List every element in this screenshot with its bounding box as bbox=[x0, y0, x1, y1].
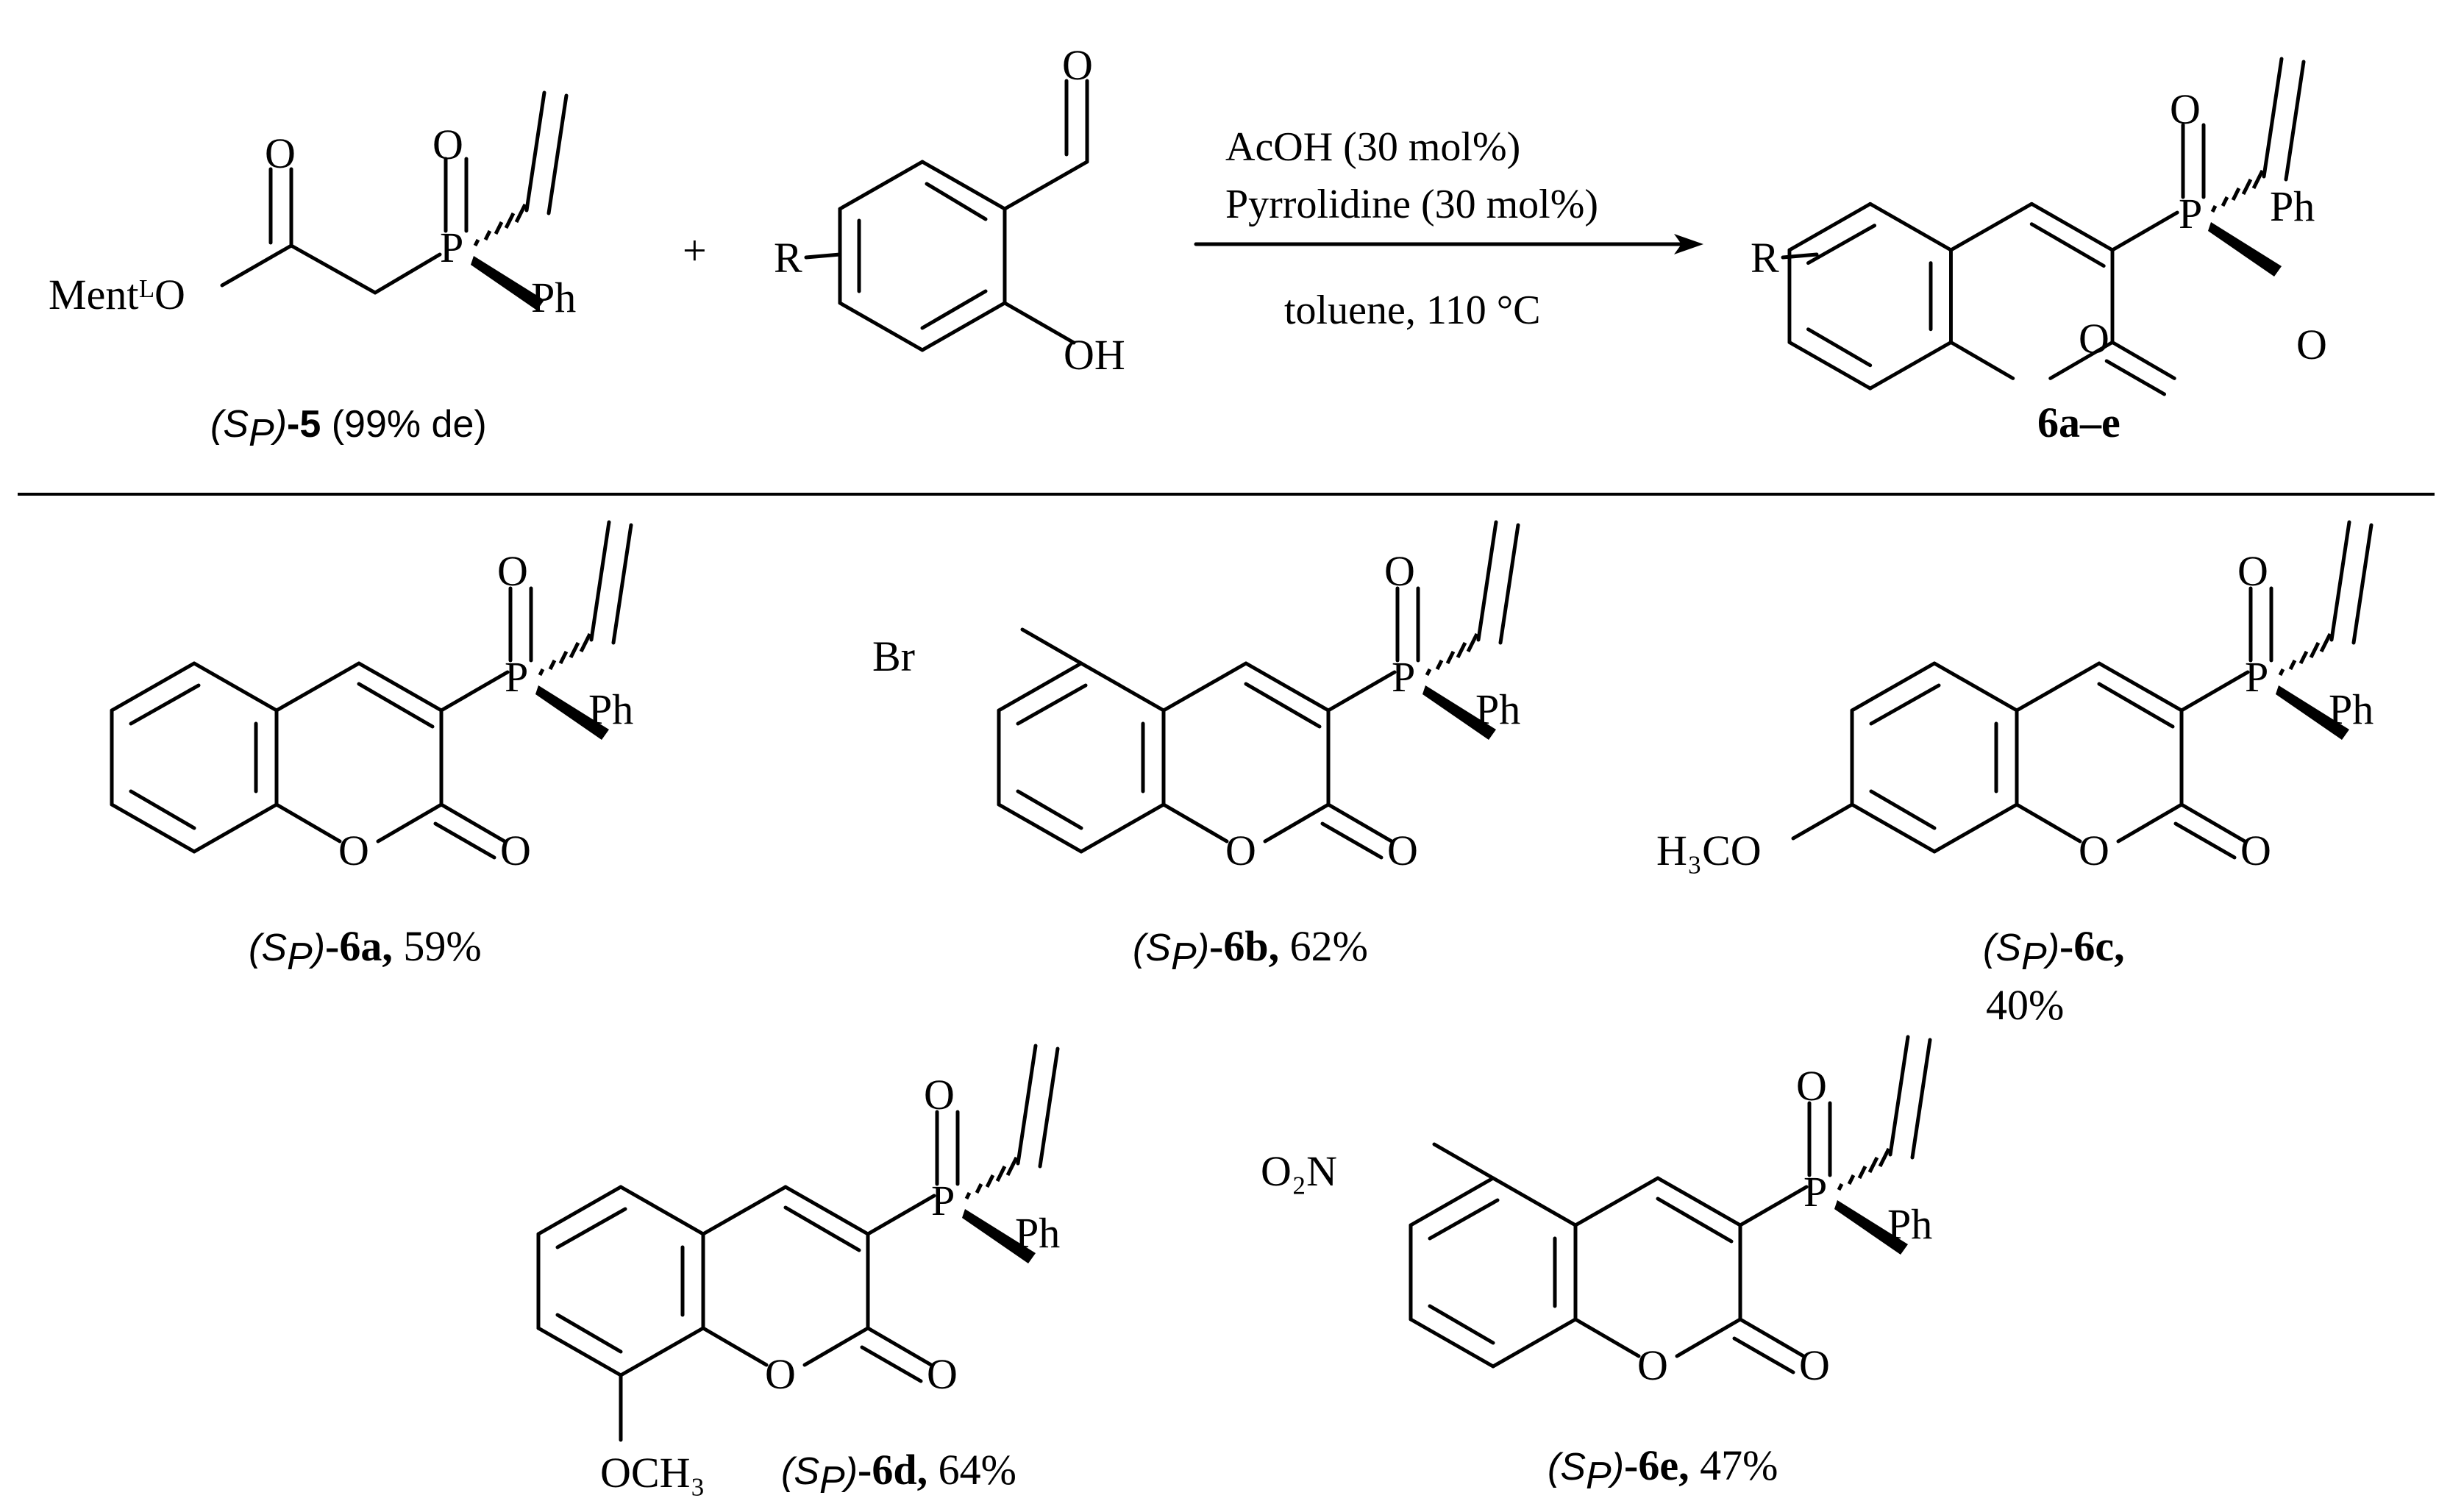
phosphoryl-oxygen: O bbox=[497, 547, 528, 595]
bromo-substituent: Br bbox=[872, 632, 915, 680]
ring-oxygen: O bbox=[1225, 827, 1256, 874]
phosphorus-atom: P bbox=[2245, 653, 2268, 701]
lactone-oxygen: O bbox=[500, 827, 531, 874]
phenyl-label: Ph bbox=[1015, 1209, 1060, 1257]
phosphoryl-oxygen: O bbox=[1796, 1062, 1827, 1110]
nitro-substituent: O₂N bbox=[1261, 1147, 1337, 1195]
reactant-5-structure: MentᴸO O P O Ph bbox=[49, 93, 576, 321]
ring-oxygen: O bbox=[765, 1350, 796, 1398]
aldehyde-oxygen: O bbox=[1062, 41, 1093, 89]
salicylaldehyde-structure: R O OH bbox=[774, 41, 1125, 379]
product-6c-structure: O O P O Ph H₃CO bbox=[1656, 522, 2374, 874]
phosphorus-atom: P bbox=[440, 224, 463, 271]
mentyl-ester-label: MentᴸO bbox=[49, 271, 185, 318]
lactone-oxygen: O bbox=[1799, 1341, 1830, 1389]
product-6e-caption: (SP)-6e, 47% bbox=[1548, 1441, 1778, 1497]
phosphorus-atom: P bbox=[505, 653, 528, 701]
product-6a-structure: O O P O Ph bbox=[112, 522, 633, 874]
phenyl-label: Ph bbox=[531, 274, 576, 321]
carbonyl-oxygen: O bbox=[265, 129, 296, 177]
phosphoryl-oxygen: O bbox=[432, 121, 463, 168]
condition-acid: AcOH (30 mol%) bbox=[1225, 124, 1520, 170]
product-6a-caption: (SP)-6a, 59% bbox=[249, 922, 482, 978]
phenyl-label: Ph bbox=[1475, 685, 1520, 733]
phenyl-label: Ph bbox=[588, 685, 633, 733]
phosphorus-atom: P bbox=[1803, 1168, 1827, 1216]
product-6-general-structure: O O P O Ph R bbox=[1751, 59, 2327, 394]
phenyl-label: Ph bbox=[1887, 1200, 1932, 1248]
condition-base: Pyrrolidine (30 mol%) bbox=[1225, 182, 1598, 227]
plus-sign: + bbox=[683, 227, 707, 274]
product-6d-caption: (SP)-6d, 64% bbox=[781, 1446, 1016, 1502]
phosphorus-atom: P bbox=[1392, 653, 1415, 701]
svg-text:(SP)-5 (99% de): (SP)-5 (99% de) bbox=[210, 403, 487, 454]
phosphoryl-oxygen: O bbox=[924, 1071, 955, 1119]
product-6b-caption: (SP)-6b, 62% bbox=[1133, 922, 1368, 978]
methoxy-substituent: H₃CO bbox=[1656, 827, 1762, 874]
product-6c-yield: 40% bbox=[1986, 981, 2064, 1029]
r-substituent-label: R bbox=[774, 234, 802, 282]
lactone-oxygen: O bbox=[2240, 827, 2271, 874]
ring-oxygen: O bbox=[1637, 1341, 1668, 1389]
product-range-label: 6a–e bbox=[2037, 399, 2120, 446]
methoxy-substituent: OCH₃ bbox=[600, 1449, 705, 1497]
condition-solvent: toluene, 110 °C bbox=[1284, 288, 1541, 333]
product-6e-structure: O O P O Ph O₂N bbox=[1261, 1037, 1932, 1389]
hydroxyl-label: OH bbox=[1064, 331, 1125, 379]
phenyl-label: Ph bbox=[2329, 685, 2374, 733]
ring-oxygen: O bbox=[2079, 315, 2109, 363]
product-6b-structure: O O P O Ph Br bbox=[872, 522, 1520, 874]
product-6d-structure: O O P O Ph OCH₃ bbox=[538, 1046, 1060, 1497]
lactone-oxygen: O bbox=[2296, 321, 2327, 368]
phenyl-label: Ph bbox=[2270, 182, 2315, 230]
lactone-oxygen: O bbox=[1387, 827, 1418, 874]
lactone-oxygen: O bbox=[927, 1350, 958, 1398]
phosphoryl-oxygen: O bbox=[2237, 547, 2268, 595]
phosphorus-atom: P bbox=[931, 1177, 955, 1224]
ring-oxygen: O bbox=[2079, 827, 2109, 874]
product-6c-caption: (SP)-6c, bbox=[1983, 922, 2125, 978]
r-substituent-label: R bbox=[1751, 234, 1779, 282]
reaction-arrow bbox=[1194, 234, 1703, 254]
phosphoryl-oxygen: O bbox=[2170, 85, 2201, 133]
ring-oxygen: O bbox=[338, 827, 369, 874]
reactant-5-caption: (SP)-5 (99% de) bbox=[210, 403, 487, 454]
phosphoryl-oxygen: O bbox=[1384, 547, 1415, 595]
